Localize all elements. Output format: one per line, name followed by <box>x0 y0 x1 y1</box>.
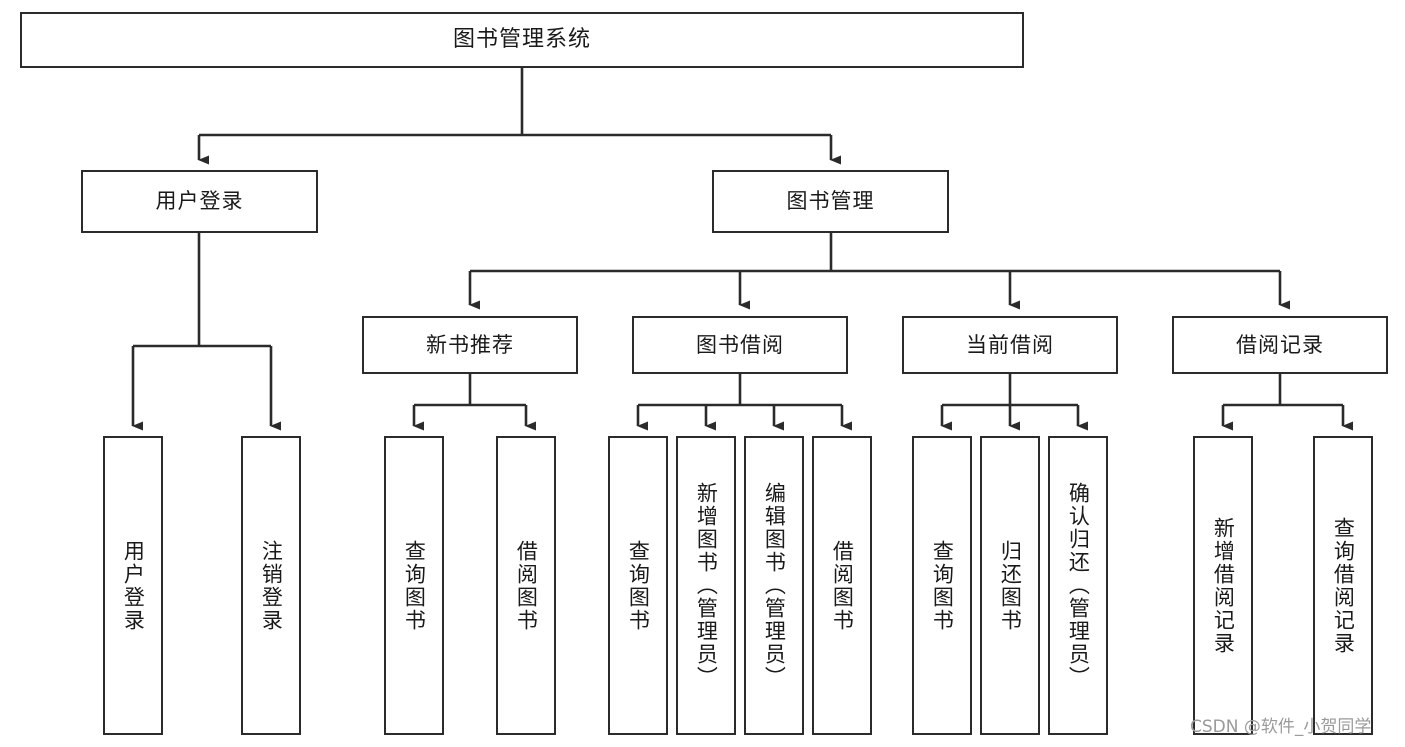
node-leaf-query-borrow-record[interactable]: 查询借阅记录 <box>1313 436 1373 735</box>
node-label: 借阅图书 <box>830 539 855 632</box>
node-label: 用户登录 <box>155 189 244 214</box>
node-label: 借阅图书 <box>514 539 539 632</box>
node-leaf-confirm-return[interactable]: 确认归还（管理员） <box>1048 436 1108 735</box>
edges-user-login-to-leaves <box>131 233 281 431</box>
edges-book-manage-to-level3 <box>468 233 1290 310</box>
node-label: 查询图书 <box>626 539 651 632</box>
node-current-borrow[interactable]: 当前借阅 <box>902 316 1118 374</box>
node-leaf-logout-login[interactable]: 注销登录 <box>241 436 301 735</box>
node-borrow-record[interactable]: 借阅记录 <box>1172 316 1388 374</box>
node-leaf-edit-book[interactable]: 编辑图书（管理员） <box>744 436 804 735</box>
node-label: 新书推荐 <box>426 332 514 357</box>
edges-current-borrow-to-leaves <box>940 374 1088 431</box>
node-label: 编辑图书（管理员） <box>762 482 787 689</box>
node-label: 借阅记录 <box>1236 332 1324 357</box>
node-leaf-query-book-recommend[interactable]: 查询图书 <box>384 436 444 735</box>
node-label: 查询图书 <box>402 539 427 632</box>
watermark-text: CSDN @软件_小贺同学 <box>1190 717 1372 737</box>
node-leaf-user-login[interactable]: 用户登录 <box>103 436 163 735</box>
node-label: 注销登录 <box>259 539 284 632</box>
node-label: 图书借阅 <box>696 332 784 357</box>
node-label: 当前借阅 <box>966 332 1054 357</box>
node-leaf-add-book[interactable]: 新增图书（管理员） <box>676 436 736 735</box>
node-label: 用户登录 <box>121 539 146 632</box>
node-user-login[interactable]: 用户登录 <box>81 170 318 233</box>
node-leaf-query-book-borrow[interactable]: 查询图书 <box>608 436 668 735</box>
edges-borrow-record-to-leaves <box>1221 374 1353 431</box>
edges-new-book-to-leaves <box>412 374 536 431</box>
node-leaf-add-borrow-record[interactable]: 新增借阅记录 <box>1193 436 1253 735</box>
node-label: 新增图书（管理员） <box>694 482 719 689</box>
edges-root-to-level2 <box>197 68 841 165</box>
node-label: 查询图书 <box>930 539 955 632</box>
node-leaf-return-book[interactable]: 归还图书 <box>980 436 1040 735</box>
node-label: 确认归还（管理员） <box>1066 482 1091 689</box>
node-label: 图书管理 <box>786 189 875 214</box>
edges-book-borrow-to-leaves <box>636 374 852 431</box>
node-leaf-borrow-book-recommend[interactable]: 借阅图书 <box>496 436 556 735</box>
node-label: 新增借阅记录 <box>1211 516 1236 655</box>
node-label: 图书管理系统 <box>452 27 591 53</box>
node-leaf-borrow-book[interactable]: 借阅图书 <box>812 436 872 735</box>
node-book-borrow[interactable]: 图书借阅 <box>632 316 848 374</box>
node-leaf-query-book-current[interactable]: 查询图书 <box>912 436 972 735</box>
node-label: 归还图书 <box>998 539 1023 632</box>
node-label: 查询借阅记录 <box>1331 516 1356 655</box>
node-new-book-recommend[interactable]: 新书推荐 <box>362 316 578 374</box>
node-book-management-system[interactable]: 图书管理系统 <box>20 12 1024 68</box>
node-book-management[interactable]: 图书管理 <box>712 170 949 233</box>
